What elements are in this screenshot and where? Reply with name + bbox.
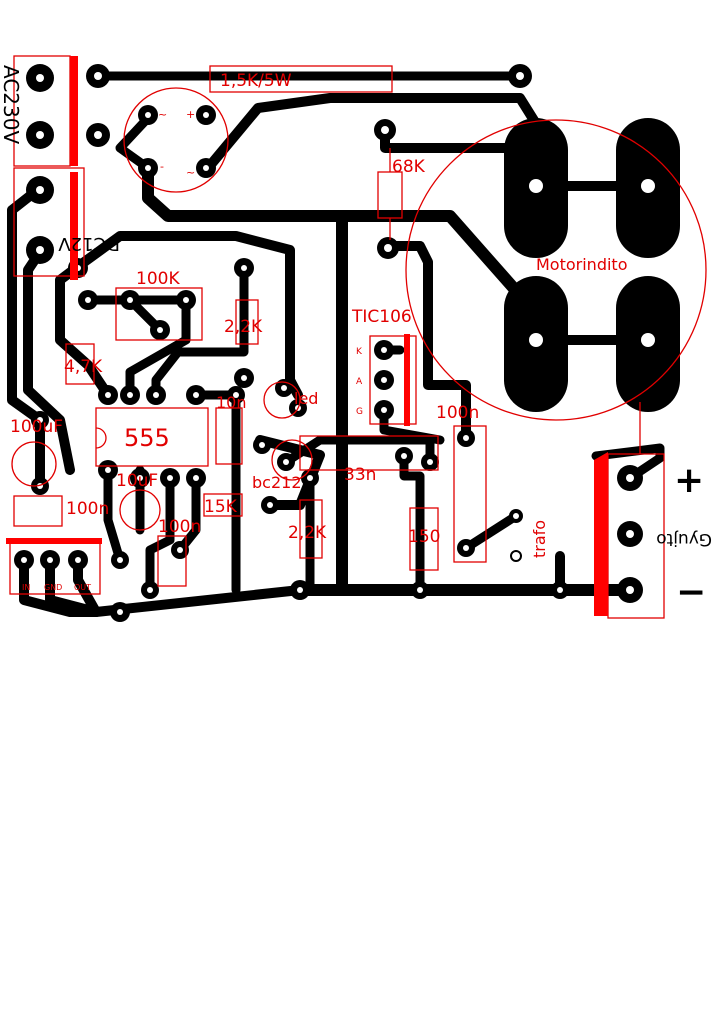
label-trafo: trafo [530,520,549,558]
label-motor: Motorindito [536,255,627,274]
label-scr-a: A [356,377,363,387]
label-minus: − [676,572,706,613]
label-c-33n: 33n [344,465,376,485]
component-pads [14,64,643,622]
label-bridge-ac2: ~ [186,166,195,179]
label-c-100n-mid: 100n [158,517,201,537]
copper-tracks [7,71,665,617]
label-r-2k2-top: 2,2K [224,317,263,337]
label-r-2k2-bottom: 2,2K [288,523,327,543]
label-scr: TIC106 [351,307,412,327]
label-c-10uf: 10uF [116,471,158,491]
label-c-100uf: 100uF [10,417,63,437]
label-scr-k: K [356,347,363,357]
label-bridge-ac1: ~ [158,108,167,121]
label-ac-input: AC230V [0,65,23,144]
label-reg-in: IN [22,583,30,592]
polarity-bars [6,56,608,616]
label-transistor: bc212 [252,473,302,492]
label-c-10n: 10n [216,393,247,412]
label-dc-input: DC12V [58,233,120,254]
label-reg-gnd: GND [44,583,62,592]
motor-pads [504,118,680,412]
label-c-100n-left: 100n [66,499,109,519]
label-gyujto: Gyujto [656,529,712,549]
label-r-150: 150 [408,527,440,547]
label-bridge-plus: + [186,108,195,121]
label-r-4k7: 4,7K [64,357,103,377]
label-r-15k: 15K [204,497,238,517]
label-scr-g: G [356,407,363,417]
label-led: led [294,389,318,408]
label-bridge-minus: - [160,160,164,173]
label-r-power: 1,5K/5W [220,71,292,91]
label-reg-out: OUT [74,583,91,592]
label-plus: + [674,460,704,501]
label-c-100n-right: 100n [436,403,479,423]
label-r-68k: 68K [392,157,426,177]
label-ic-555: 555 [124,424,170,452]
label-r-100k: 100K [136,269,180,289]
labels: AC230V DC12V 1,5K/5W 68K Motorindito 100… [0,65,712,613]
